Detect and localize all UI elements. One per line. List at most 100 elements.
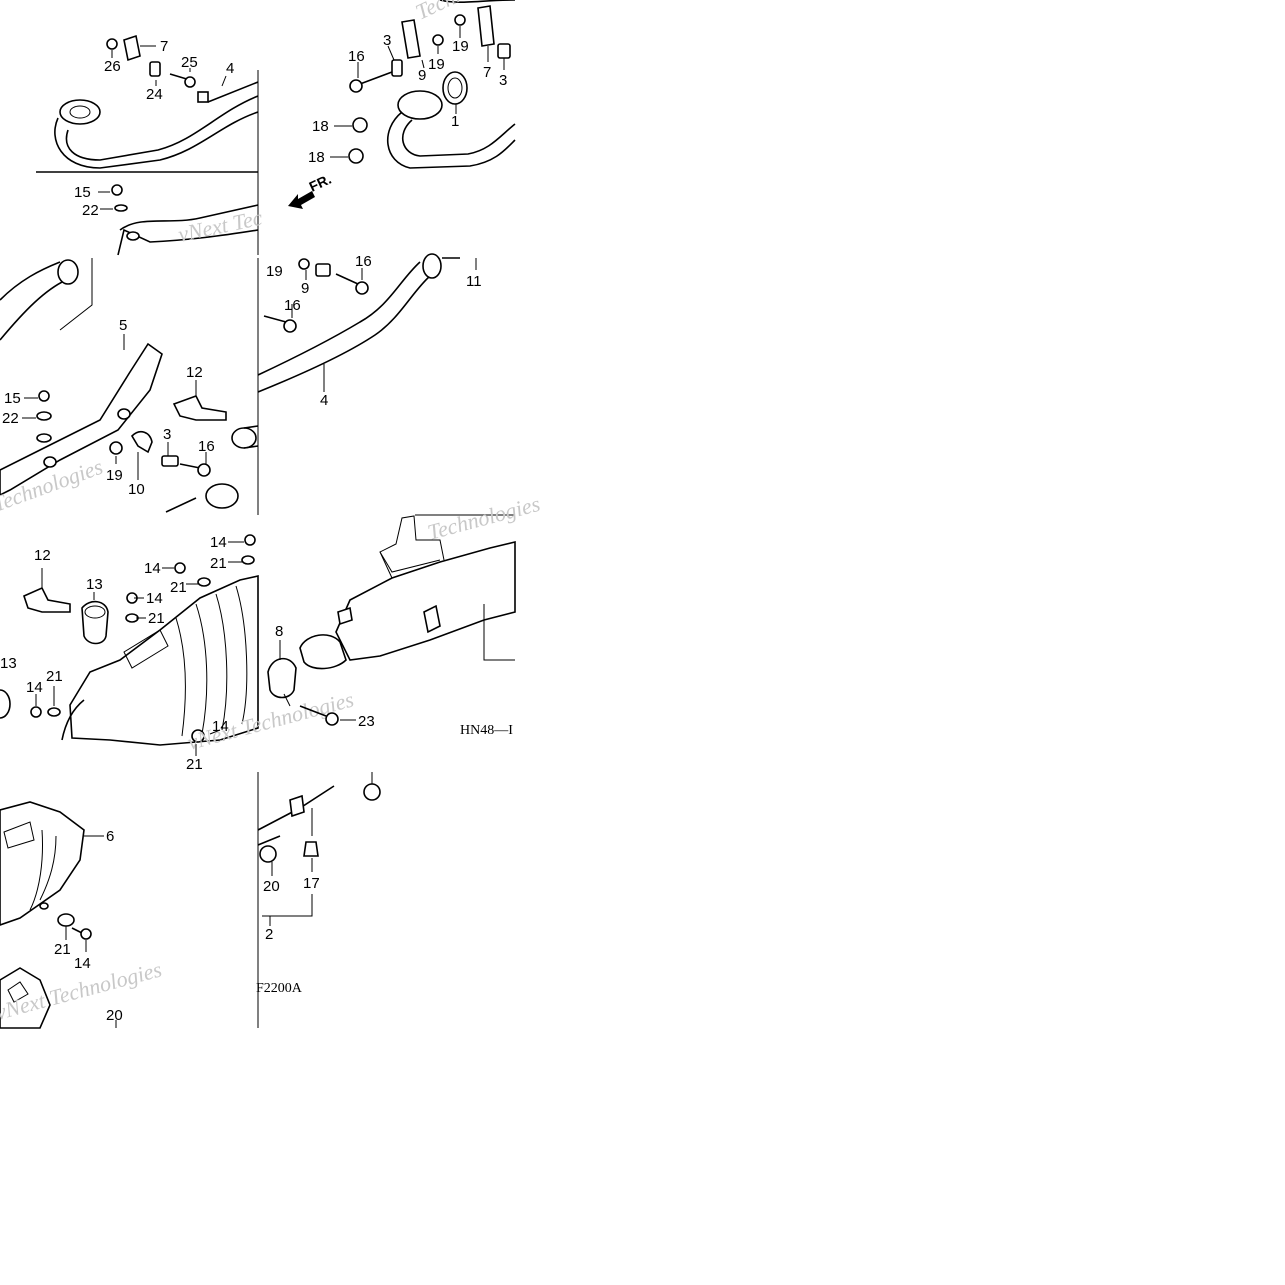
clamp-bracket (123, 34, 141, 62)
nut (363, 783, 381, 801)
callout: 21 (54, 941, 71, 958)
nut-18 (352, 117, 368, 133)
nut-19 (298, 258, 310, 270)
nut-19 (109, 441, 123, 455)
tile-tail-pipe: 19 9 16 16 11 4 (257, 253, 482, 409)
pipe-bracket (197, 91, 209, 103)
callout: 22 (2, 410, 19, 427)
clamp-10 (130, 430, 153, 454)
callout: 16 (284, 297, 301, 314)
washer-21 (57, 913, 75, 927)
bolt-16 (283, 319, 297, 333)
collar-3 (391, 59, 403, 77)
callout: 14 (212, 718, 229, 735)
nut-19 (454, 14, 466, 26)
callout: 24 (146, 86, 163, 103)
tile-exhaust-pipe-right: FR. 16 3 9 19 19 7 3 1 18 18 Techno (288, 0, 516, 209)
washer-21 (241, 555, 255, 565)
bolt-16 (349, 79, 363, 93)
nut-26 (106, 38, 118, 50)
bolt-14 (174, 562, 186, 574)
collar-3 (161, 455, 179, 467)
callout: 19 (452, 38, 469, 55)
callout: 4 (320, 392, 328, 409)
callout: 16 (348, 48, 365, 65)
muffler-protector (69, 575, 259, 746)
nut-20 (259, 845, 277, 863)
bolt-14 (244, 534, 256, 546)
callout: 1 (451, 113, 459, 130)
callout: 12 (34, 547, 51, 564)
callout: 19 (266, 263, 283, 280)
callout: 23 (358, 713, 375, 730)
callout: 18 (308, 149, 325, 166)
clamp-8 (267, 657, 297, 699)
callout: 6 (106, 828, 114, 845)
gasket-1 (442, 71, 468, 105)
washer-21 (197, 577, 211, 587)
front-arrow-icon (288, 191, 315, 209)
collar-24 (149, 61, 161, 77)
washer-21 (47, 707, 61, 717)
callout: 21 (170, 579, 187, 596)
callout: 14 (144, 560, 161, 577)
clamp-bracket (401, 19, 421, 59)
callout: 11 (466, 273, 482, 290)
callout: 21 (148, 610, 165, 627)
bolt-23 (325, 712, 339, 726)
callout: 20 (106, 1007, 123, 1024)
washer-22 (36, 411, 52, 421)
bolt-16 (197, 463, 211, 477)
callout: 13 (0, 655, 17, 672)
callout: 14 (146, 590, 163, 607)
callout: 3 (499, 72, 507, 89)
callout: 22 (82, 202, 99, 219)
callout: 10 (128, 481, 145, 498)
tile-muffler-shield: 6 21 14 20 vNext Technologies (0, 772, 259, 1029)
callout: 25 (181, 54, 198, 71)
callout: 21 (46, 668, 63, 685)
callout: 26 (104, 58, 121, 75)
callout: 5 (119, 317, 127, 334)
callout: 2 (265, 926, 273, 943)
nut-18 (348, 148, 364, 164)
rubber-17 (303, 841, 319, 857)
callout: 20 (263, 878, 280, 895)
nut-19 (432, 34, 444, 46)
pipe-flange (59, 99, 101, 125)
tail-pipe (257, 261, 421, 376)
callout: 19 (106, 467, 123, 484)
tile-muffler-mount: 20 17 2 F2200A (256, 772, 381, 996)
callout: 16 (355, 253, 372, 270)
pipe-flange (397, 90, 443, 120)
collar-3 (497, 43, 511, 59)
callout: 4 (226, 60, 234, 77)
callout: 18 (312, 118, 329, 135)
callout: 9 (301, 280, 309, 297)
callout: 3 (163, 426, 171, 443)
page-code: F2200A (256, 981, 303, 996)
exhaust-stay (0, 342, 163, 496)
callout: 21 (210, 555, 227, 572)
tile-pipe-support: 5 12 15 22 3 16 19 10 Technologies (0, 258, 259, 517)
callout: 15 (74, 184, 91, 201)
callout: 8 (275, 623, 283, 640)
bolt-15 (111, 184, 123, 196)
tile-exhaust-pipe-left: 7 26 25 24 4 15 22 vNext Tec (36, 34, 265, 256)
bolt-14 (191, 729, 205, 743)
callout: 17 (303, 875, 320, 892)
callout: 19 (428, 56, 445, 73)
watermark: Technologies (425, 491, 543, 545)
bolt-14 (30, 706, 42, 718)
callout: 16 (198, 438, 215, 455)
washer-22 (114, 204, 128, 212)
front-label: FR. (307, 171, 334, 195)
callout: 14 (26, 679, 43, 696)
ref-code: HN48—I (460, 723, 513, 738)
muffler (335, 540, 516, 661)
callout: 14 (210, 534, 227, 551)
callout: 13 (86, 576, 103, 593)
watermark: Techno (412, 0, 479, 25)
bolt-25 (184, 76, 196, 88)
stud-12 (172, 395, 227, 421)
